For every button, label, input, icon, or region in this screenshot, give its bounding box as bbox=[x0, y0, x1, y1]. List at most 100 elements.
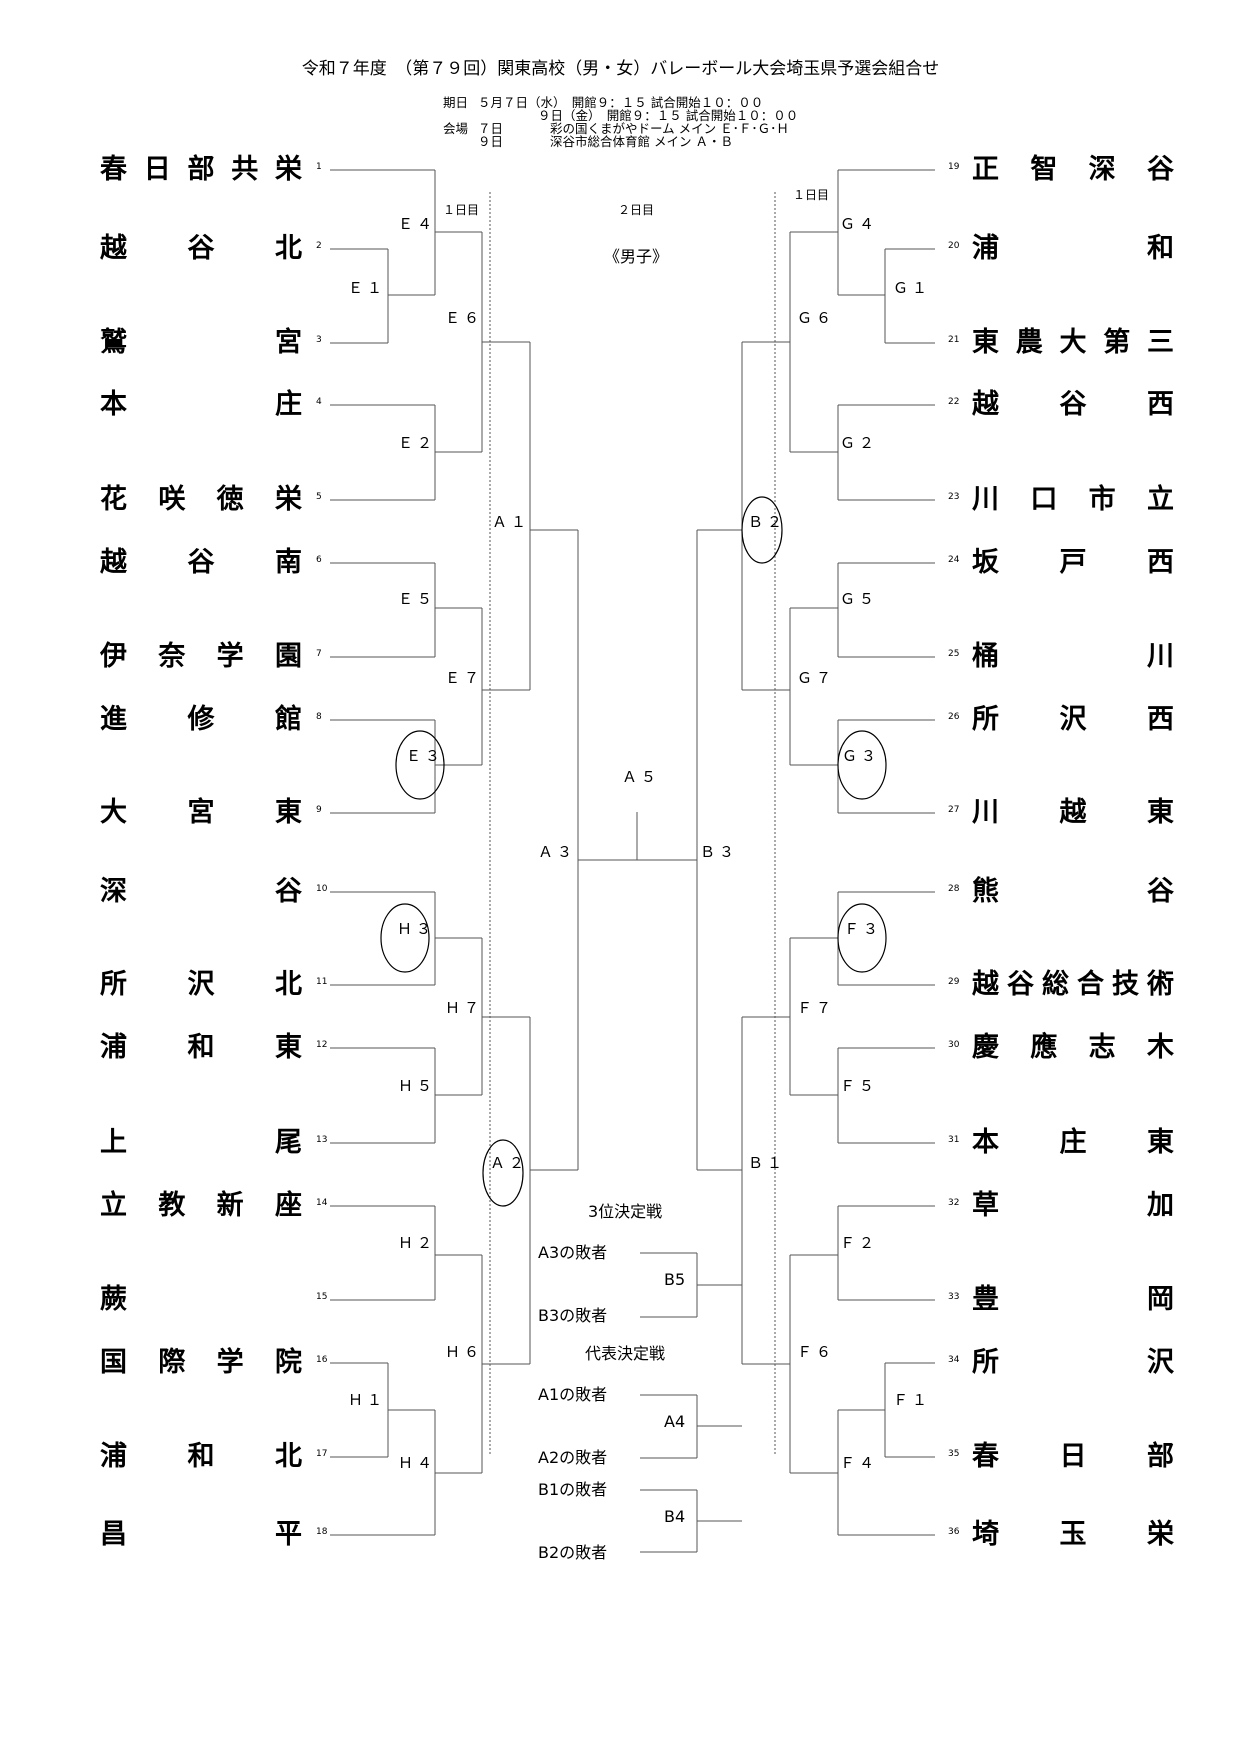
seed-number-31: 31 bbox=[948, 1135, 960, 1145]
circle-b2 bbox=[741, 496, 783, 564]
seed-number-7: 7 bbox=[316, 649, 322, 659]
seed-number-17: 17 bbox=[316, 1449, 328, 1459]
date-label: 期日 bbox=[443, 95, 469, 110]
seed-number-18: 18 bbox=[316, 1527, 328, 1537]
match-label-h6: Ｈ６ bbox=[445, 1343, 484, 1361]
team-right-35: 春日部 bbox=[972, 1441, 1174, 1472]
team-left-12: 浦和東 bbox=[100, 1032, 302, 1063]
team-right-22: 越谷西 bbox=[972, 389, 1174, 420]
a4-match: A4 bbox=[664, 1412, 686, 1431]
match-label-g4: Ｇ４ bbox=[840, 215, 879, 233]
b2-loser: B2の敗者 bbox=[538, 1543, 608, 1562]
circle-h3 bbox=[380, 903, 430, 973]
division-label: 《男子》 bbox=[604, 247, 669, 266]
seed-number-32: 32 bbox=[948, 1198, 960, 1208]
match-label-f7: Ｆ７ bbox=[797, 999, 836, 1017]
match-label-a1: Ａ１ bbox=[492, 513, 531, 531]
match-label-f1: Ｆ１ bbox=[893, 1391, 932, 1409]
seed-number-36: 36 bbox=[948, 1527, 960, 1537]
match-label-g7: Ｇ７ bbox=[797, 669, 836, 687]
seed-number-13: 13 bbox=[316, 1135, 328, 1145]
b1-loser: B1の敗者 bbox=[538, 1480, 608, 1499]
seed-number-1: 1 bbox=[316, 162, 322, 172]
team-right-21: 東農大第三 bbox=[972, 327, 1174, 358]
match-label-e1: Ｅ１ bbox=[348, 279, 387, 297]
team-left-16: 国際学院 bbox=[100, 1347, 302, 1378]
third-place-title: 3位決定戦 bbox=[588, 1202, 663, 1221]
team-right-25: 桶川 bbox=[972, 641, 1174, 672]
seed-number-34: 34 bbox=[948, 1355, 960, 1365]
venue-day-2: ９日 bbox=[478, 134, 504, 149]
seed-number-22: 22 bbox=[948, 397, 960, 407]
team-left-7: 伊奈学園 bbox=[100, 641, 302, 672]
team-right-32: 草加 bbox=[972, 1190, 1174, 1221]
team-left-13: 上尾 bbox=[100, 1127, 302, 1158]
seed-number-16: 16 bbox=[316, 1355, 328, 1365]
page-title: 令和７年度 （第７９回）関東高校（男・女）バレーボール大会埼玉県予選会組合せ bbox=[301, 59, 940, 79]
seed-number-35: 35 bbox=[948, 1449, 960, 1459]
seed-number-8: 8 bbox=[316, 712, 322, 722]
date-line-1: ５月７日（水） 開館９：１５ 試合開始１０：００ bbox=[478, 95, 764, 110]
seed-number-33: 33 bbox=[948, 1292, 960, 1302]
match-label-e3: Ｅ３ bbox=[406, 747, 445, 765]
team-right-29: 越谷総合技術 bbox=[972, 969, 1174, 1000]
match-label-h5: Ｈ５ bbox=[398, 1077, 437, 1095]
team-left-4: 本庄 bbox=[100, 389, 302, 420]
team-right-33: 豊岡 bbox=[972, 1284, 1174, 1315]
team-left-18: 昌平 bbox=[100, 1519, 302, 1550]
b5-match: B5 bbox=[664, 1270, 686, 1289]
team-left-10: 深谷 bbox=[100, 876, 302, 907]
team-left-6: 越谷南 bbox=[100, 547, 302, 578]
b3-loser: B3の敗者 bbox=[538, 1306, 608, 1325]
team-left-8: 進修館 bbox=[100, 704, 302, 735]
match-label-e5: Ｅ５ bbox=[398, 590, 437, 608]
seed-number-4: 4 bbox=[316, 397, 322, 407]
day1-left-label: １日目 bbox=[443, 203, 480, 217]
a3-loser: A3の敗者 bbox=[538, 1243, 608, 1262]
match-label-g3: Ｇ３ bbox=[842, 747, 881, 765]
seed-number-28: 28 bbox=[948, 884, 960, 894]
representative-title: 代表決定戦 bbox=[585, 1344, 666, 1363]
team-right-30: 慶應志木 bbox=[972, 1032, 1174, 1063]
seed-number-6: 6 bbox=[316, 555, 322, 565]
match-label-f5: Ｆ５ bbox=[840, 1077, 879, 1095]
match-label-f4: Ｆ４ bbox=[840, 1454, 879, 1472]
match-label-b3: Ｂ３ bbox=[700, 843, 739, 861]
match-label-h1: Ｈ１ bbox=[348, 1391, 387, 1409]
seed-number-25: 25 bbox=[948, 649, 960, 659]
seed-number-26: 26 bbox=[948, 712, 960, 722]
match-label-a2: Ａ２ bbox=[490, 1154, 529, 1172]
match-label-h2: Ｈ２ bbox=[398, 1234, 437, 1252]
match-label-e6: Ｅ６ bbox=[445, 309, 484, 327]
match-label-f3: Ｆ３ bbox=[844, 920, 883, 938]
day2-label: ２日目 bbox=[618, 203, 655, 217]
match-label-g5: Ｇ５ bbox=[840, 590, 879, 608]
seed-number-2: 2 bbox=[316, 241, 322, 251]
match-label-a5: Ａ５ bbox=[622, 768, 661, 786]
venue-day-1: ７日 bbox=[478, 121, 504, 136]
team-right-19: 正智深谷 bbox=[972, 154, 1174, 185]
seed-number-14: 14 bbox=[316, 1198, 328, 1208]
seed-number-10: 10 bbox=[316, 884, 328, 894]
circle-e3 bbox=[395, 730, 445, 800]
match-label-g2: Ｇ２ bbox=[840, 434, 879, 452]
team-left-5: 花咲徳栄 bbox=[100, 484, 302, 515]
seed-number-29: 29 bbox=[948, 977, 960, 987]
circle-g3 bbox=[837, 730, 887, 800]
match-label-b1: Ｂ１ bbox=[748, 1154, 787, 1172]
team-right-23: 川口市立 bbox=[972, 484, 1174, 515]
seed-number-11: 11 bbox=[316, 977, 328, 987]
circle-f3 bbox=[837, 903, 887, 973]
seed-number-21: 21 bbox=[948, 335, 960, 345]
match-label-f2: Ｆ２ bbox=[840, 1234, 879, 1252]
match-label-g6: Ｇ６ bbox=[797, 309, 836, 327]
team-right-31: 本庄東 bbox=[972, 1127, 1174, 1158]
match-label-h7: Ｈ７ bbox=[445, 999, 484, 1017]
match-label-e7: Ｅ７ bbox=[445, 669, 484, 687]
match-label-e2: Ｅ２ bbox=[398, 434, 437, 452]
seed-number-3: 3 bbox=[316, 335, 322, 345]
match-label-a3: Ａ３ bbox=[538, 843, 577, 861]
team-right-26: 所沢西 bbox=[972, 704, 1174, 735]
match-label-e4: Ｅ４ bbox=[398, 215, 437, 233]
